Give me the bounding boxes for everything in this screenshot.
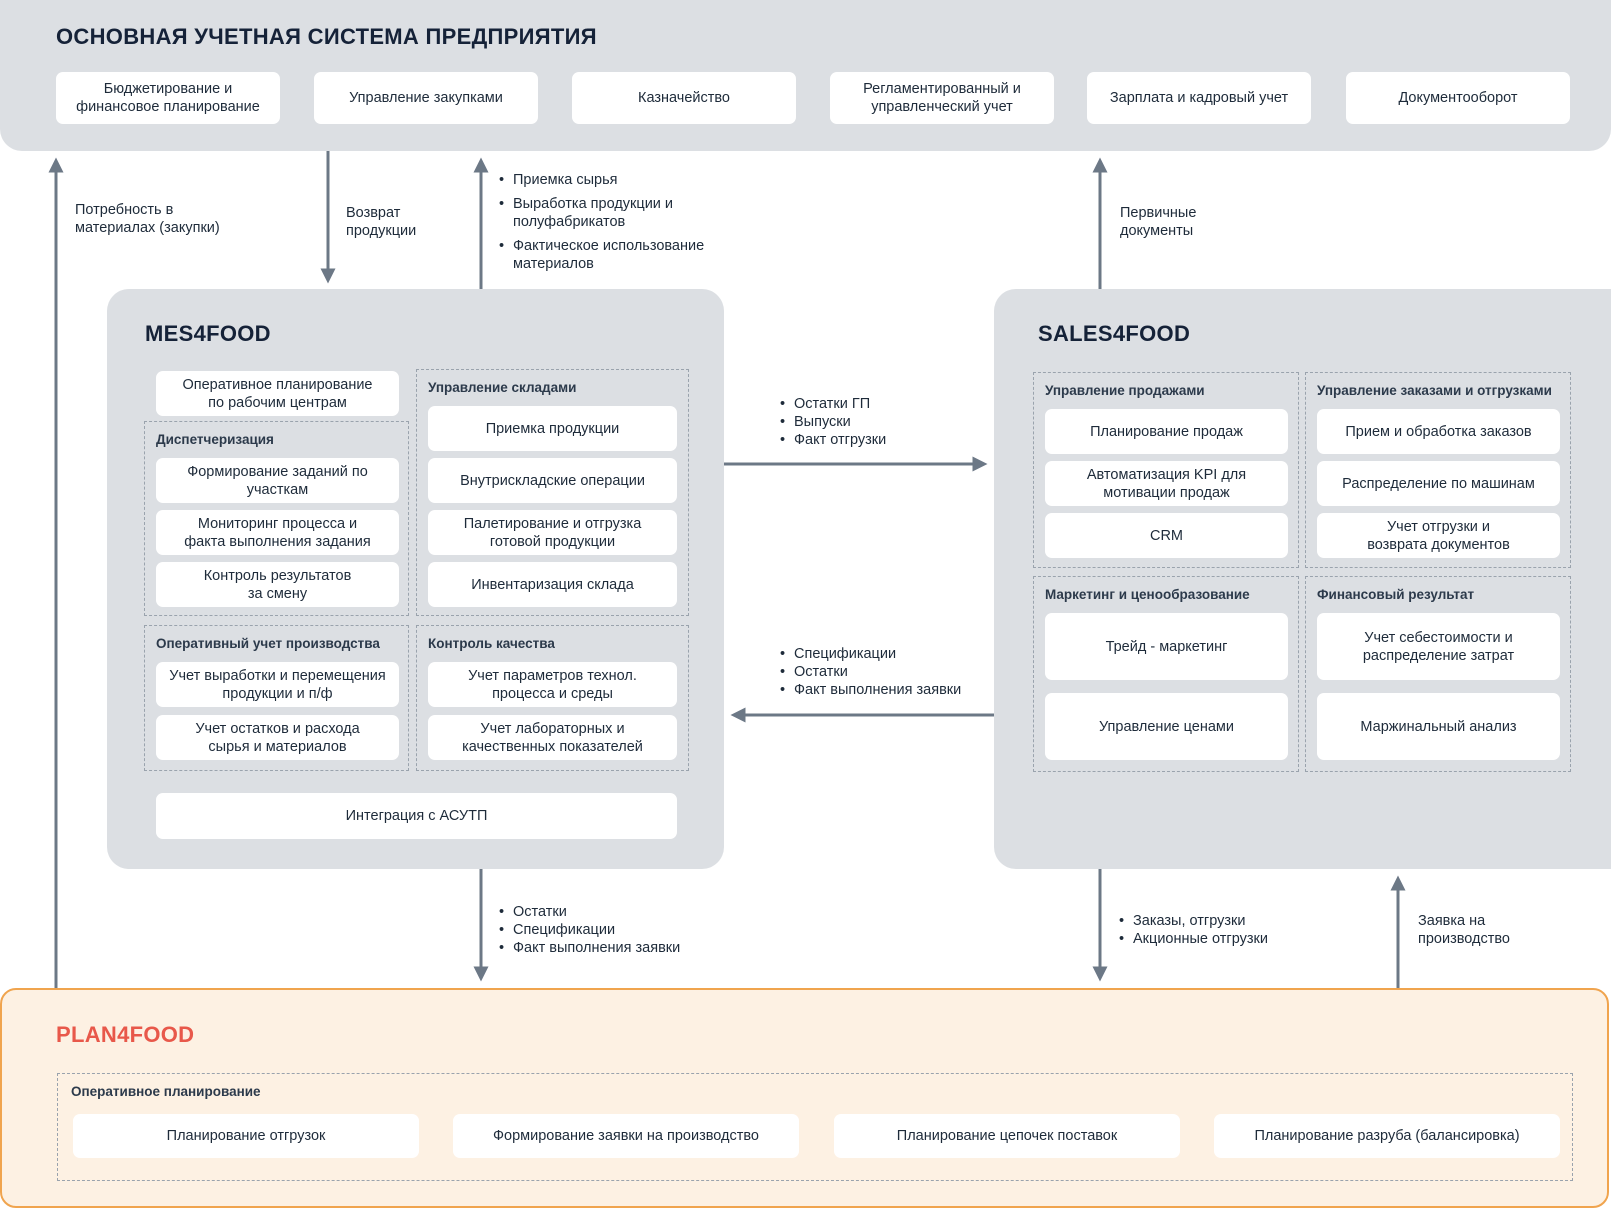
flow-label-product-return: Возврат продукции [346, 205, 417, 239]
flow-list-sales-to-mes: Спецификации Остатки Факт выполнения зая… [778, 645, 961, 699]
mes-dispatch-group: Диспетчеризация Формирование заданий по … [144, 421, 409, 616]
mes-quality-item[interactable]: Учет лабораторных и качественных показат… [428, 715, 677, 760]
flow-item: Факт выполнения заявки [778, 681, 961, 699]
plan-group-title: Оперативное планирование [71, 1084, 261, 1099]
plan-item-supply-chain[interactable]: Планирование цепочек поставок [834, 1114, 1180, 1158]
flow-item: Остатки [497, 903, 680, 921]
plan-item-cutting-balance[interactable]: Планирование разруба (балансировка) [1214, 1114, 1560, 1158]
mes-accounting-group: Оперативный учет производства Учет выраб… [144, 625, 409, 771]
flow-list-mes-to-erp: Приемка сырья Выработка продукции и полу… [497, 171, 704, 279]
mes-quality-title: Контроль качества [428, 636, 555, 651]
erp-panel: ОСНОВНАЯ УЧЕТНАЯ СИСТЕМА ПРЕДПРИЯТИЯ Бюд… [0, 0, 1611, 151]
flow-item: Фактическое использование материалов [497, 237, 704, 273]
sales-finance-title: Финансовый результат [1317, 587, 1475, 602]
mes-warehouse-item[interactable]: Инвентаризация склада [428, 562, 677, 607]
mes-integration-box[interactable]: Интеграция с АСУТП [156, 793, 677, 839]
sales-orders-item[interactable]: Распределение по машинам [1317, 461, 1560, 506]
erp-module-purchasing[interactable]: Управление закупками [314, 72, 538, 124]
sales-panel: SALES4FOOD Управление продажами Планиров… [994, 289, 1611, 869]
plan-group: Оперативное планирование Планирование от… [57, 1073, 1573, 1181]
mes-panel: MES4FOOD Оперативное планирование по раб… [107, 289, 724, 869]
mes-quality-group: Контроль качества Учет параметров технол… [416, 625, 689, 771]
sales-orders-item[interactable]: Прием и обработка заказов [1317, 409, 1560, 454]
sales-mgmt-item[interactable]: CRM [1045, 513, 1288, 558]
sales-finance-group: Финансовый результат Учет себестоимости … [1305, 576, 1571, 772]
sales-marketing-group: Маркетинг и ценообразование Трейд - марк… [1033, 576, 1299, 772]
sales-finance-item[interactable]: Маржинальный анализ [1317, 693, 1560, 760]
mes-accounting-title: Оперативный учет производства [156, 636, 380, 651]
sales-mgmt-item[interactable]: Автоматизация KPI для мотивации продаж [1045, 461, 1288, 506]
mes-dispatch-item[interactable]: Контроль результатов за смену [156, 562, 399, 607]
sales-orders-item[interactable]: Учет отгрузки и возврата документов [1317, 513, 1560, 558]
flow-item: Спецификации [497, 921, 680, 939]
mes-quality-item[interactable]: Учет параметров технол. процесса и среды [428, 662, 677, 707]
erp-module-accounting[interactable]: Регламентированный и управленческий учет [830, 72, 1054, 124]
flow-item: Факт отгрузки [778, 431, 886, 449]
flow-label-materials-need: Потребность в материалах (закупки) [75, 202, 220, 236]
mes-dispatch-title: Диспетчеризация [156, 432, 274, 447]
mes-warehouse-item[interactable]: Внутрискладские операции [428, 458, 677, 503]
flow-list-sales-to-plan: Заказы, отгрузки Акционные отгрузки [1117, 912, 1268, 948]
sales-mgmt-item[interactable]: Планирование продаж [1045, 409, 1288, 454]
erp-module-budgeting[interactable]: Бюджетирование и финансовое планирование [56, 72, 280, 124]
sales-title: SALES4FOOD [1038, 321, 1191, 346]
sales-marketing-item[interactable]: Управление ценами [1045, 693, 1288, 760]
plan-title: PLAN4FOOD [56, 1022, 195, 1047]
mes-accounting-item[interactable]: Учет выработки и перемещения продукции и… [156, 662, 399, 707]
flow-item: Заказы, отгрузки [1117, 912, 1268, 930]
sales-mgmt-title: Управление продажами [1045, 383, 1205, 398]
erp-title: ОСНОВНАЯ УЧЕТНАЯ СИСТЕМА ПРЕДПРИЯТИЯ [56, 24, 597, 49]
flow-item: Акционные отгрузки [1117, 930, 1268, 948]
flow-item: Факт выполнения заявки [497, 939, 680, 957]
erp-module-docflow[interactable]: Документооборот [1346, 72, 1570, 124]
sales-orders-group: Управление заказами и отгрузками Прием и… [1305, 372, 1571, 568]
flow-item: Остатки ГП [778, 395, 886, 413]
flow-list-mes-to-plan: Остатки Спецификации Факт выполнения зая… [497, 903, 680, 957]
sales-marketing-item[interactable]: Трейд - маркетинг [1045, 613, 1288, 680]
mes-warehouse-item[interactable]: Палетирование и отгрузка готовой продукц… [428, 510, 677, 555]
mes-planning-box[interactable]: Оперативное планирование по рабочим цент… [156, 371, 399, 416]
mes-dispatch-item[interactable]: Мониторинг процесса и факта выполнения з… [156, 510, 399, 555]
sales-finance-item[interactable]: Учет себестоимости и распределение затра… [1317, 613, 1560, 680]
sales-marketing-title: Маркетинг и ценообразование [1045, 587, 1250, 602]
mes-warehouse-item[interactable]: Приемка продукции [428, 406, 677, 451]
erp-module-treasury[interactable]: Казначейство [572, 72, 796, 124]
mes-title: MES4FOOD [145, 321, 271, 346]
mes-accounting-item[interactable]: Учет остатков и расхода сырья и материал… [156, 715, 399, 760]
plan-panel: PLAN4FOOD Оперативное планирование Плани… [0, 988, 1609, 1208]
plan-item-production-request[interactable]: Формирование заявки на производство [453, 1114, 799, 1158]
plan-item-shipments[interactable]: Планирование отгрузок [73, 1114, 419, 1158]
flow-label-primary-docs: Первичные документы [1120, 205, 1197, 239]
mes-dispatch-item[interactable]: Формирование заданий по участкам [156, 458, 399, 503]
flow-item: Выпуски [778, 413, 886, 431]
flow-item: Остатки [778, 663, 961, 681]
sales-mgmt-group: Управление продажами Планирование продаж… [1033, 372, 1299, 568]
mes-warehouse-title: Управление складами [428, 380, 577, 395]
flow-list-mes-to-sales: Остатки ГП Выпуски Факт отгрузки [778, 395, 886, 449]
flow-label-plan-to-sales: Заявка на производство [1418, 913, 1510, 947]
flow-item: Приемка сырья [497, 171, 704, 189]
mes-warehouse-group: Управление складами Приемка продукции Вн… [416, 369, 689, 616]
sales-orders-title: Управление заказами и отгрузками [1317, 383, 1552, 398]
flow-item: Спецификации [778, 645, 961, 663]
flow-item: Выработка продукции и полуфабрикатов [497, 195, 704, 231]
erp-module-payroll[interactable]: Зарплата и кадровый учет [1087, 72, 1311, 124]
